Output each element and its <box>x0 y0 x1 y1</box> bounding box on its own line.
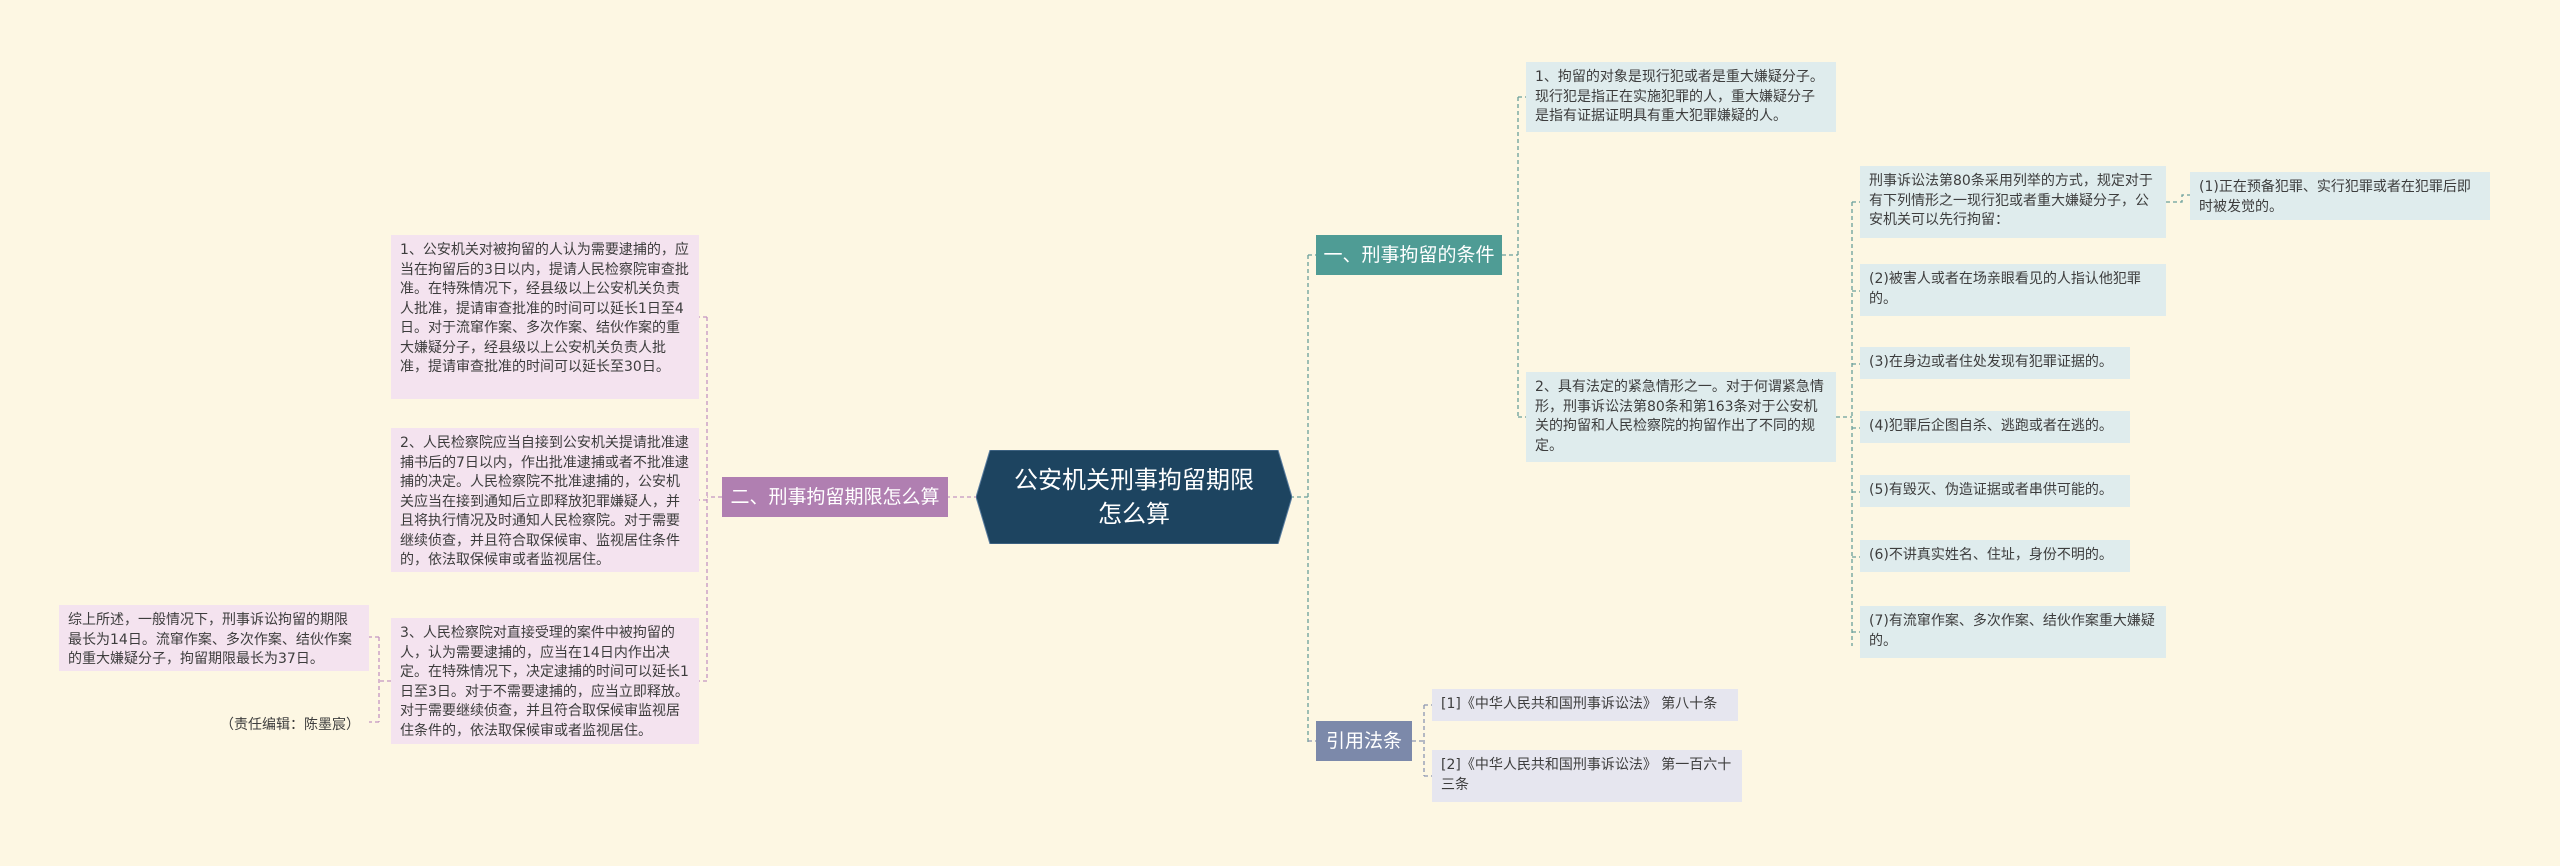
branch-conditions[interactable]: 一、刑事拘留的条件 <box>1316 235 1502 275</box>
period-item-2: 2、人民检察院应当自接到公安机关提请批准逮捕书后的7日以内，作出批准逮捕或者不批… <box>391 428 699 572</box>
branch-period[interactable]: 二、刑事拘留期限怎么算 <box>722 477 948 517</box>
law-item-1: [1]《中华人民共和国刑事诉讼法》 第八十条 <box>1432 689 1738 721</box>
conditions-sub-intro: 刑事诉讼法第80条采用列举的方式，规定对于有下列情形之一现行犯或者重大嫌疑分子，… <box>1860 166 2166 238</box>
conditions-sub-1: (1)正在预备犯罪、实行犯罪或者在犯罪后即时被发觉的。 <box>2190 172 2490 220</box>
conditions-sub-5: (5)有毁灭、伪造证据或者串供可能的。 <box>1860 475 2130 507</box>
period-item-3: 3、人民检察院对直接受理的案件中被拘留的人，认为需要逮捕的，应当在14日内作出决… <box>391 618 699 744</box>
root-topic[interactable]: 公安机关刑事拘留期限怎么算 <box>976 450 1292 544</box>
law-item-2: [2]《中华人民共和国刑事诉讼法》 第一百六十三条 <box>1432 750 1742 802</box>
conditions-sub-6: (6)不讲真实姓名、住址，身份不明的。 <box>1860 540 2130 572</box>
conditions-item-1: 1、拘留的对象是现行犯或者是重大嫌疑分子。现行犯是指正在实施犯罪的人，重大嫌疑分… <box>1526 62 1836 132</box>
root-hexagon-shape <box>976 450 1292 544</box>
root-title: 公安机关刑事拘留期限怎么算 <box>1014 466 1254 528</box>
conditions-item-2: 2、具有法定的紧急情形之一。对于何谓紧急情形，刑事诉讼法第80条和第163条对于… <box>1526 372 1836 462</box>
period-item-1: 1、公安机关对被拘留的人认为需要逮捕的，应当在拘留后的3日以内，提请人民检察院审… <box>391 235 699 399</box>
conditions-sub-4: (4)犯罪后企图自杀、逃跑或者在逃的。 <box>1860 411 2130 443</box>
period-summary: 综上所述，一般情况下，刑事诉讼拘留的期限最长为14日。流窜作案、多次作案、结伙作… <box>59 605 369 671</box>
period-editor-credit: （责任编辑：陈墨宸） <box>220 717 360 733</box>
conditions-sub-2: (2)被害人或者在场亲眼看见的人指认他犯罪的。 <box>1860 264 2166 316</box>
branch-law[interactable]: 引用法条 <box>1316 721 1412 761</box>
conditions-sub-7: (7)有流窜作案、多次作案、结伙作案重大嫌疑的。 <box>1860 606 2166 658</box>
conditions-sub-3: (3)在身边或者住处发现有犯罪证据的。 <box>1860 347 2130 379</box>
